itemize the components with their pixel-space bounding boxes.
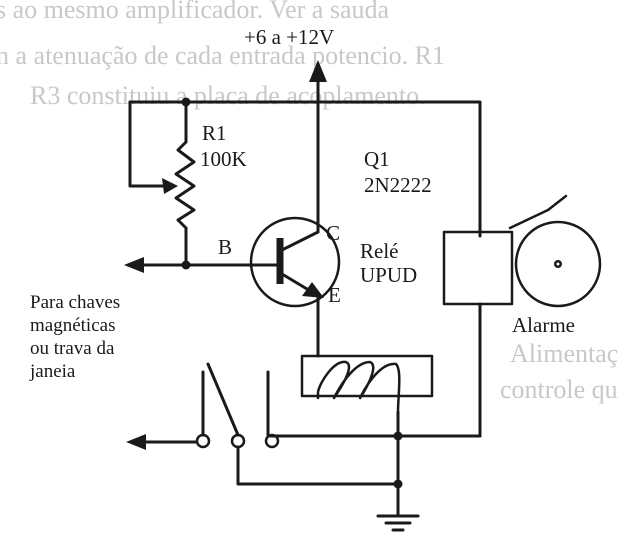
ground-symbol	[376, 434, 420, 532]
relay-label-line2: UPUD	[360, 263, 417, 287]
relay-coil: Relé UPUD	[300, 239, 434, 438]
input-note-line2: magnéticas	[30, 315, 115, 336]
r1-value-label: 100K	[200, 147, 247, 171]
r1-ref-label: R1	[202, 121, 227, 145]
relay-contacts	[126, 362, 400, 486]
alarm-coil-box	[442, 230, 514, 306]
r1-wiper-arrow	[162, 178, 178, 194]
base-input: B	[124, 235, 280, 273]
bleed-line-3: R3 constituiu a placa de acoplamento.	[30, 81, 426, 110]
r1-zigzag	[174, 140, 196, 230]
contact-common-wire	[236, 445, 400, 486]
relay-label-line1: Relé	[360, 239, 398, 263]
bleed-through-text: s ao mesmo amplificador. Ver a sauda n a…	[0, 0, 618, 404]
supply-arrow	[309, 60, 327, 82]
bleed-line-1: s ao mesmo amplificador. Ver a sauda	[0, 0, 389, 24]
contact-arm	[206, 362, 240, 437]
contact-output-arrow	[126, 434, 146, 450]
input-note: Para chaves magnéticas ou trava da janei…	[29, 292, 120, 382]
q1-ref-label: Q1	[364, 147, 390, 171]
base-label: B	[218, 235, 232, 259]
supply-label: +6 a +12V	[244, 25, 334, 49]
relay-coil-box	[300, 354, 434, 398]
input-note-line3: ou trava da	[30, 338, 115, 359]
bleed-line-4: Alimentação de cada de mesmas conexões	[510, 339, 618, 368]
alarm-label: Alarme	[512, 313, 575, 337]
potentiometer-r1: R1 100K	[128, 97, 247, 267]
alarm-hammer	[508, 194, 568, 230]
alarm-bell: Alarme	[442, 194, 602, 337]
bleed-line-2: n a atenuação de cada entrada potencio. …	[0, 41, 445, 70]
r1-wiper-wire	[128, 100, 168, 188]
input-note-line1: Para chaves	[30, 292, 120, 313]
contact-common	[230, 433, 246, 449]
top-rail	[128, 100, 482, 238]
transistor-collector-lead	[280, 230, 320, 252]
alarm-gong	[514, 220, 602, 308]
collector-label: C	[326, 221, 340, 245]
junction-r1-top	[181, 97, 191, 107]
supply-terminal: +6 a +12V	[244, 25, 334, 104]
emitter-arrow	[302, 282, 324, 298]
transistor-body	[249, 216, 341, 308]
bleed-line-5: controle que atenua de entrada para a sa…	[500, 375, 618, 404]
contact-no	[264, 433, 280, 449]
contact-nc	[195, 433, 211, 449]
q1-part-label: 2N2222	[364, 173, 432, 197]
relay-winding	[316, 360, 401, 414]
emitter-label: E	[328, 283, 341, 307]
base-input-arrow	[124, 257, 144, 273]
junction-base	[181, 260, 191, 270]
transistor-q1: C E Q1 2N2222	[249, 100, 432, 358]
input-note-line4: janeia	[29, 361, 76, 382]
